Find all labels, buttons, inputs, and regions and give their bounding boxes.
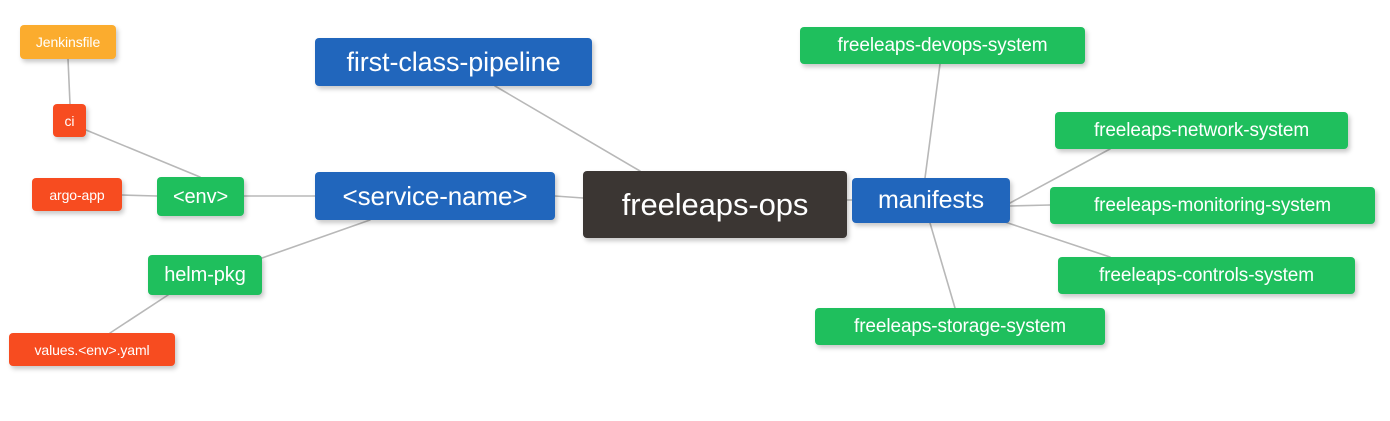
node-values-yaml[interactable]: values.<env>.yaml [9,333,175,366]
edge-manifests-to-freeleaps-storage-system [929,222,956,309]
node-helm-pkg[interactable]: helm-pkg [148,255,262,295]
node-first-class-pipeline[interactable]: first-class-pipeline [315,38,592,86]
node-label-first-class-pipeline: first-class-pipeline [346,46,561,77]
edge-manifests-to-freeleaps-monitoring-system [1009,204,1051,207]
edge-service-name-to-freeleaps-ops [554,195,584,199]
node-label-ci: ci [64,112,75,129]
node-jenkinsfile[interactable]: Jenkinsfile [20,25,116,59]
node-label-values-yaml: values.<env>.yaml [34,341,150,358]
node-ci[interactable]: ci [53,104,86,137]
node-label-freeleaps-monitoring-system: freeleaps-monitoring-system [1094,195,1331,216]
edge-service-name-to-helm-pkg [261,219,371,259]
node-label-env: <env> [172,185,229,208]
edge-argo-app-to-env [121,194,158,197]
node-freeleaps-ops[interactable]: freeleaps-ops [583,171,847,238]
node-manifests[interactable]: manifests [852,178,1010,223]
node-label-freeleaps-devops-system: freeleaps-devops-system [837,35,1048,56]
node-label-freeleaps-ops: freeleaps-ops [621,187,809,222]
edge-first-class-pipeline-to-freeleaps-ops [494,85,641,172]
node-env[interactable]: <env> [157,177,244,216]
node-label-freeleaps-storage-system: freeleaps-storage-system [854,316,1066,337]
edge-jenkinsfile-to-ci [67,58,71,105]
node-freeleaps-storage-system[interactable]: freeleaps-storage-system [815,308,1105,345]
node-label-argo-app: argo-app [49,186,105,203]
edge-manifests-to-freeleaps-devops-system [924,63,941,179]
node-label-freeleaps-network-system: freeleaps-network-system [1093,120,1310,141]
node-service-name[interactable]: <service-name> [315,172,555,220]
node-label-manifests: manifests [877,186,985,214]
node-freeleaps-controls-system[interactable]: freeleaps-controls-system [1058,257,1355,294]
node-freeleaps-monitoring-system[interactable]: freeleaps-monitoring-system [1050,187,1375,224]
edge-ci-to-env [85,129,201,178]
edge-helm-pkg-to-values-yaml [109,294,169,334]
node-freeleaps-devops-system[interactable]: freeleaps-devops-system [800,27,1085,64]
node-label-jenkinsfile: Jenkinsfile [35,34,101,50]
node-label-helm-pkg: helm-pkg [164,264,246,286]
node-label-freeleaps-controls-system: freeleaps-controls-system [1098,265,1315,286]
node-argo-app[interactable]: argo-app [32,178,122,211]
node-label-service-name: <service-name> [342,181,528,211]
edge-manifests-to-freeleaps-controls-system [1004,221,1111,258]
node-freeleaps-network-system[interactable]: freeleaps-network-system [1055,112,1348,149]
